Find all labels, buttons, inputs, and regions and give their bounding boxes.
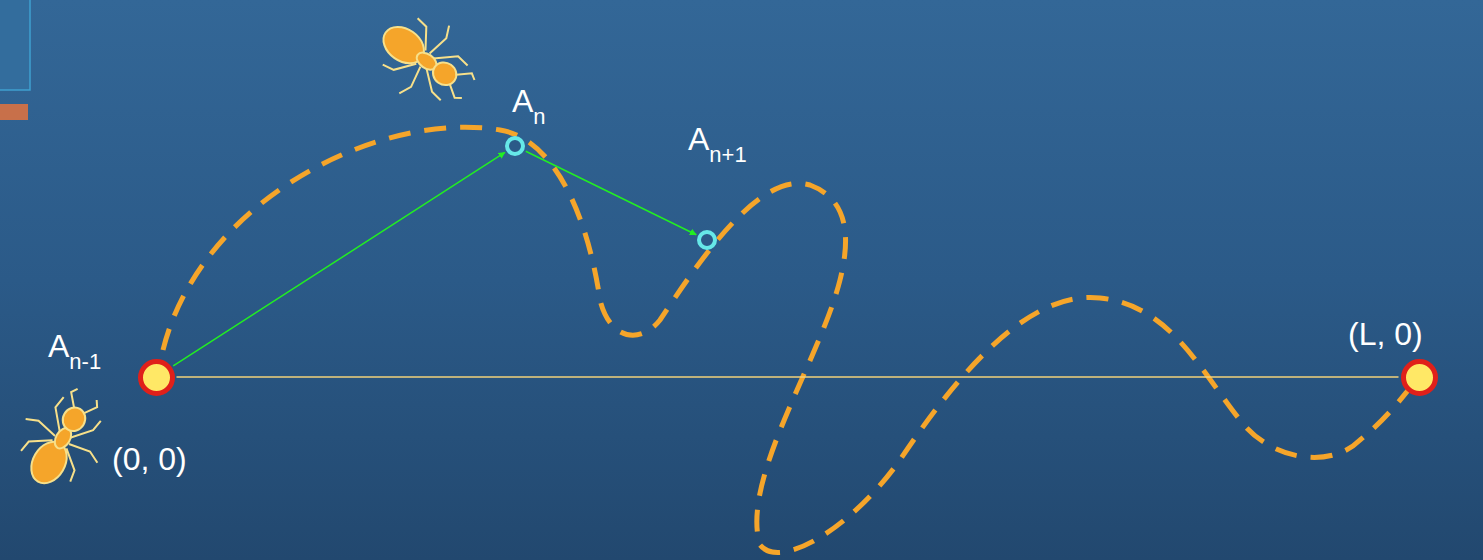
point-label: An (512, 85, 546, 117)
point-label: An-1 (48, 330, 101, 362)
end-point: An-1(0, 0) (138, 359, 175, 396)
point-circle (1403, 361, 1435, 393)
point-marker (697, 230, 717, 250)
point-circle (507, 138, 523, 154)
point-marker (138, 359, 175, 396)
step-point: An+1 (697, 230, 717, 250)
step-point: An (505, 136, 525, 156)
end-point: (L, 0) (1401, 359, 1438, 396)
corner-panel (0, 0, 30, 90)
step-arrow (526, 151, 696, 234)
point-marker (1401, 359, 1438, 396)
point-marker (505, 136, 525, 156)
ant-path (163, 127, 1410, 552)
point-label: (L, 0) (1348, 318, 1423, 350)
corner-bar (0, 104, 28, 120)
point-label: An+1 (688, 123, 747, 155)
ant-figure (362, 0, 492, 124)
point-label: (0, 0) (112, 443, 187, 475)
point-circle (140, 361, 172, 393)
step-arrow (173, 152, 505, 365)
ant-figure (2, 374, 125, 503)
point-circle (699, 232, 715, 248)
baseline (177, 376, 1399, 378)
